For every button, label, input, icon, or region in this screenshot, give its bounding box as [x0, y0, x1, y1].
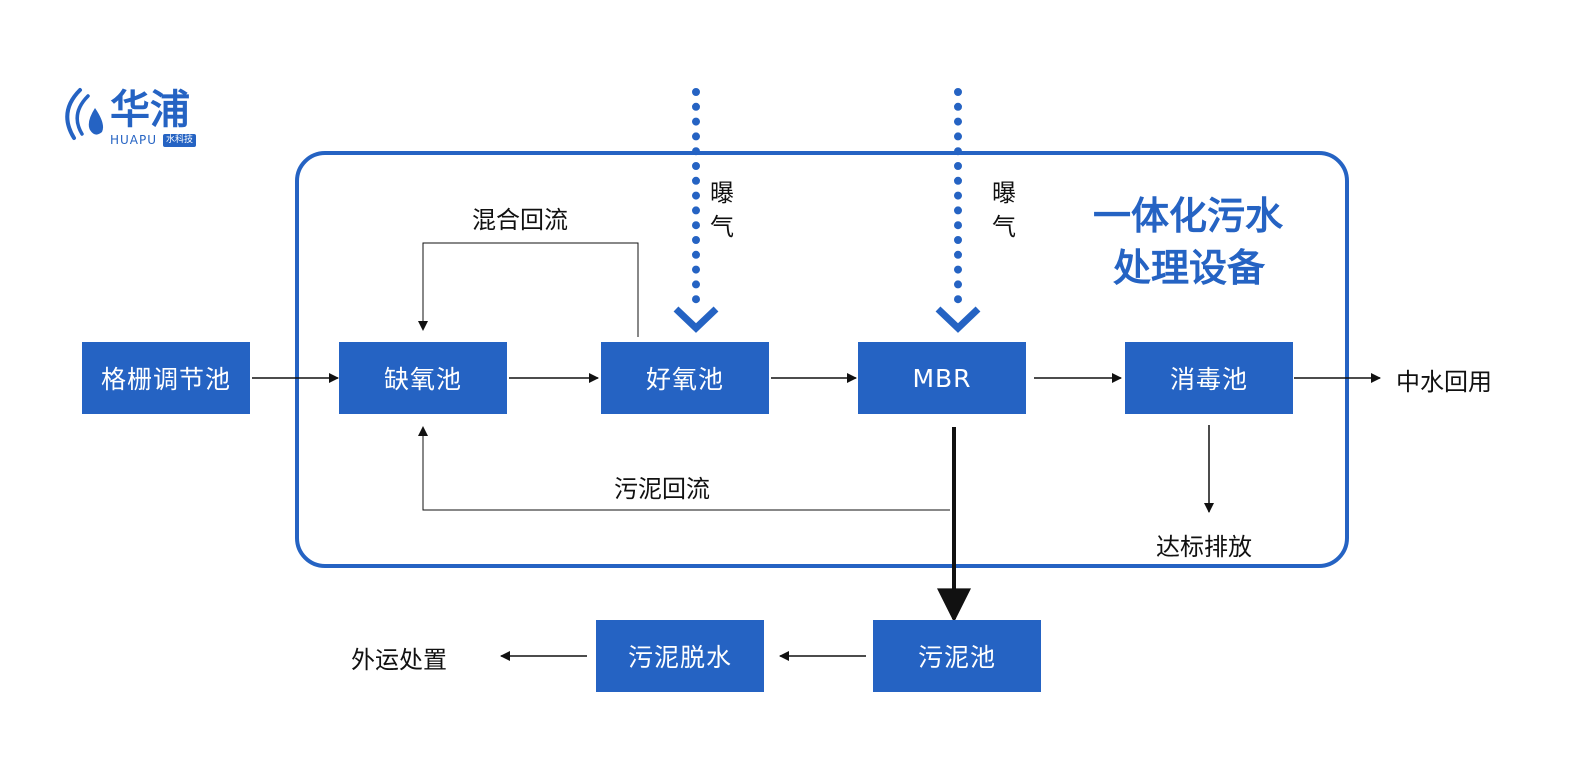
label-aeration-1-char1: 曝 [710, 179, 734, 207]
logo-tagline: 水科技 [163, 134, 197, 147]
equipment-title-line2: 处理设备 [1113, 245, 1266, 290]
label-aeration-2-char2: 气 [992, 213, 1016, 241]
node-anoxic-tank: 缺氧池 [339, 342, 507, 414]
label-aeration-2-char1: 曝 [992, 179, 1016, 207]
label-external-disposal: 外运处置 [351, 646, 447, 674]
label-aeration-2: 曝 气 [990, 176, 1018, 244]
node-sludge-dewatering: 污泥脱水 [596, 620, 764, 692]
logo-name-cn: 华浦 [110, 87, 190, 133]
aeration-chevron-2 [935, 306, 981, 333]
label-aeration-1: 曝 气 [708, 176, 736, 244]
aeration-chevron-1 [673, 306, 719, 333]
node-screen-tank: 格栅调节池 [82, 342, 250, 414]
sludge-return-line [418, 426, 950, 511]
node-sludge-tank: 污泥池 [873, 620, 1041, 692]
logo-name-en: HUAPU [110, 133, 158, 147]
node-mbr: MBR [858, 342, 1026, 414]
label-reclaimed-water: 中水回用 [1396, 368, 1492, 396]
label-discharge: 达标排放 [1156, 533, 1252, 561]
mixed-return-line [418, 242, 639, 337]
equipment-title-line1: 一体化污水 [1093, 193, 1284, 238]
node-disinfection-tank: 消毒池 [1125, 342, 1293, 414]
equipment-enclosure [295, 151, 1349, 568]
label-aeration-1-char2: 气 [710, 213, 734, 241]
label-sludge-return: 污泥回流 [614, 475, 710, 503]
label-mixed-return: 混合回流 [472, 206, 568, 234]
node-aerobic-tank: 好氧池 [601, 342, 769, 414]
logo-drop-icon [65, 88, 104, 140]
equipment-title: 一体化污水 处理设备 [1093, 190, 1283, 294]
